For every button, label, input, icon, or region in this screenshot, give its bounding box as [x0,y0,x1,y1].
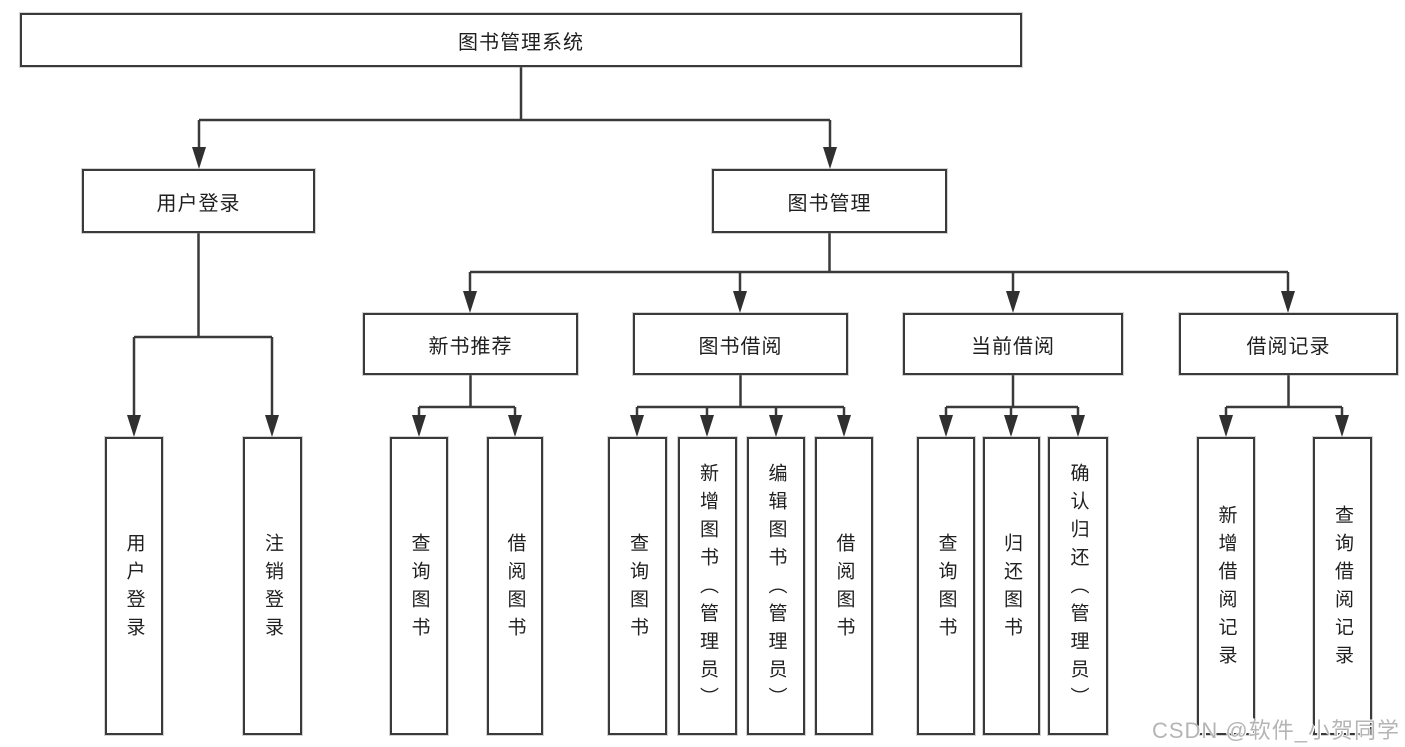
node-current-borrowing: 当前借阅 [903,313,1123,375]
leaf-logout: 注销登录 [243,437,302,735]
leaf-borrow-books-recommend: 借阅图书 [487,437,543,735]
arrow-down-icon [463,291,477,313]
node-new-book-recommendation: 新书推荐 [363,313,578,375]
node-borrowing-records: 借阅记录 [1179,313,1398,375]
arrow-down-icon [939,415,953,437]
leaf-query-books-borrowing: 查询图书 [608,437,667,735]
arrow-down-icon [769,415,783,437]
arrow-down-icon [700,415,714,437]
arrow-down-icon [1281,291,1295,313]
leaf-add-borrow-record: 新增借阅记录 [1197,437,1255,735]
leaf-user-login: 用户登录 [105,437,163,735]
arrow-down-icon [265,415,279,437]
arrow-icons [127,147,1349,437]
leaf-query-borrow-record: 查询借阅记录 [1313,437,1372,735]
arrow-down-icon [733,291,747,313]
node-user-login: 用户登录 [82,169,315,233]
leaf-query-books-recommend: 查询图书 [390,437,448,735]
leaf-add-books-admin: 新增图书（管理员） [678,437,737,735]
arrow-down-icon [1071,415,1085,437]
csdn-watermark: CSDN @软件_小贺同学 [1151,718,1400,743]
arrow-down-icon [1004,415,1018,437]
connector-segments [132,67,1344,420]
leaf-edit-books-admin: 编辑图书（管理员） [747,437,805,735]
arrow-down-icon [1219,415,1233,437]
arrow-down-icon [127,415,141,437]
leaf-borrow-books-borrowing: 借阅图书 [815,437,873,735]
arrow-down-icon [1006,291,1020,313]
arrow-down-icon [823,147,837,169]
arrow-down-icon [508,415,522,437]
leaf-confirm-return-admin: 确认归还（管理员） [1048,437,1108,735]
arrow-down-icon [630,415,644,437]
arrow-down-icon [837,415,851,437]
node-book-borrowing: 图书借阅 [633,313,848,375]
arrow-down-icon [192,147,206,169]
node-book-management: 图书管理 [712,169,947,233]
arrow-down-icon [412,415,426,437]
leaf-query-books-current: 查询图书 [917,437,975,735]
arrow-down-icon [1335,415,1349,437]
node-library-management-system: 图书管理系统 [20,13,1022,67]
leaf-return-books: 归还图书 [983,437,1040,735]
